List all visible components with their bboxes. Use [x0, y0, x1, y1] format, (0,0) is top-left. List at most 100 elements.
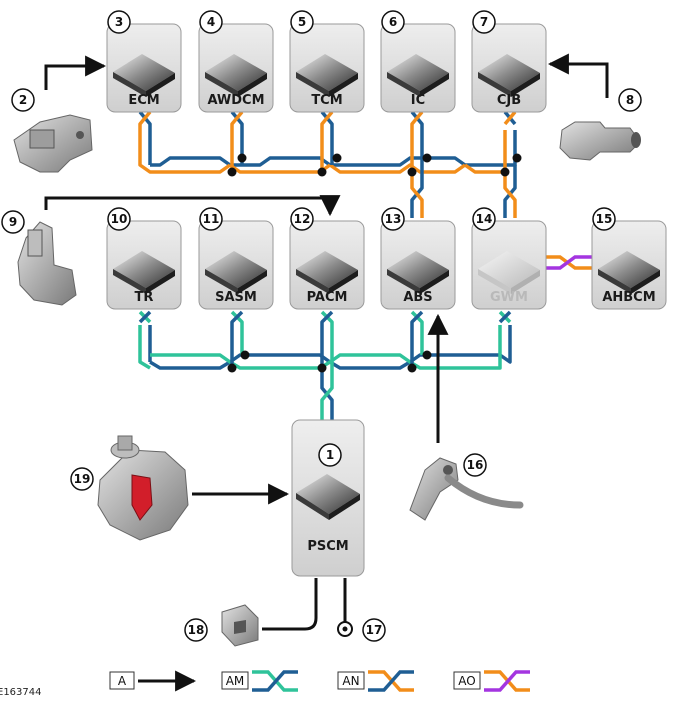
sasm-label: SASM: [215, 290, 257, 305]
svg-text:AM: AM: [226, 674, 245, 688]
steering-rack-sensor-icon: [97, 435, 189, 541]
callout-number: 16: [467, 458, 484, 472]
abs-callout: [381, 207, 405, 231]
tr-callout: [107, 207, 131, 231]
wire-pscm-to-fuse: [262, 578, 318, 631]
sensor-connector-icon: [17, 221, 77, 306]
ground-terminal-icon: [337, 621, 353, 637]
callout-9: 9: [1, 210, 25, 234]
module-ic[interactable]: 6IC: [380, 10, 456, 113]
tr-chip-icon: [113, 251, 175, 294]
wheel-speed-sensor-icon: [409, 457, 524, 521]
sensor-bracket-icon: [13, 114, 93, 173]
arrow-8-to-cjb: [547, 53, 609, 98]
callouts: 2 8 9 16 17 18 19: [1, 88, 642, 642]
pressure-switch-icon: [559, 121, 641, 161]
pscm-callout: [318, 443, 342, 467]
svg-text:A: A: [118, 674, 127, 688]
ecm-chip-icon: [113, 54, 175, 97]
callout-19: 19: [70, 467, 94, 491]
callout-number: 18: [188, 623, 205, 637]
tcm-number: 5: [298, 15, 306, 29]
ic-callout: [381, 10, 405, 34]
ahbcm-number: 15: [596, 212, 613, 226]
cjb-number: 7: [480, 15, 488, 29]
ic-chip-icon: [387, 54, 449, 97]
awdcm-callout: [199, 10, 223, 34]
pscm-chip-icon: [296, 474, 360, 520]
ecm-number: 3: [115, 15, 123, 29]
diagram-reference: E163744: [0, 687, 42, 698]
svg-text:PSCM: PSCM: [307, 539, 348, 554]
ic-label: IC: [411, 93, 425, 108]
cjb-label: CJB: [497, 93, 521, 108]
gwm-label: GWM: [490, 290, 528, 305]
bus-bottom: [138, 310, 512, 420]
ahbcm-label: AHBCM: [602, 290, 655, 305]
callout-17: 17: [362, 618, 386, 642]
gwm-callout: [472, 207, 496, 231]
awdcm-chip-icon: [205, 54, 267, 97]
sasm-number: 11: [203, 212, 220, 226]
svg-text:AN: AN: [342, 674, 359, 688]
legend: A AM AN AO: [109, 670, 530, 692]
callout-number: 2: [19, 93, 27, 107]
callout-16: 16: [463, 453, 487, 477]
ecm-callout: [107, 10, 131, 34]
legend-a: A: [109, 670, 197, 692]
awdcm-number: 4: [207, 15, 215, 29]
sasm-callout: [199, 207, 223, 231]
ic-number: 6: [389, 15, 397, 29]
cjb-chip-icon: [478, 54, 540, 97]
pacm-label: PACM: [307, 290, 348, 305]
abs-number: 13: [385, 212, 402, 226]
svg-text:1: 1: [326, 448, 334, 462]
legend-an: AN: [337, 670, 414, 692]
tr-number: 10: [111, 212, 128, 226]
fuse-icon: [221, 604, 259, 647]
modules: 3ECM4AWDCM5TCM6IC7CJB10TR11SASM12PACM13A…: [106, 10, 667, 310]
tcm-chip-icon: [296, 54, 358, 97]
legend-am: AM: [221, 670, 298, 692]
bus-top-junctions: [227, 153, 522, 177]
bus-gwm-ahbcm: [545, 255, 592, 270]
tcm-label: TCM: [311, 93, 342, 108]
ahbcm-chip-icon: [598, 251, 660, 294]
signal-arrows: [44, 53, 609, 631]
bus-top: [138, 110, 517, 218]
tr-label: TR: [135, 290, 154, 305]
ahbcm-callout: [592, 207, 616, 231]
arrow-9-to-pacm: [44, 195, 341, 217]
bus-bottom-junctions: [227, 350, 432, 373]
legend-ao: AO: [453, 670, 530, 692]
pacm-callout: [290, 207, 314, 231]
callout-number: 9: [9, 215, 17, 229]
gwm-number: 14: [476, 212, 493, 226]
callout-18: 18: [184, 618, 208, 642]
pacm-chip-icon: [296, 251, 358, 294]
callout-number: 8: [626, 93, 634, 107]
abs-chip-icon: [387, 251, 449, 294]
pacm-number: 12: [294, 212, 311, 226]
callout-8: 8: [618, 88, 642, 112]
bus-top-blue: [148, 130, 517, 167]
awdcm-label: AWDCM: [207, 93, 264, 108]
abs-label: ABS: [403, 290, 432, 305]
ecm-label: ECM: [128, 93, 159, 108]
tcm-callout: [290, 10, 314, 34]
arrow-2-to-ecm: [44, 55, 107, 90]
cjb-callout: [472, 10, 496, 34]
module-pscm[interactable]: 1 PSCM: [291, 419, 365, 577]
sasm-chip-icon: [205, 251, 267, 294]
